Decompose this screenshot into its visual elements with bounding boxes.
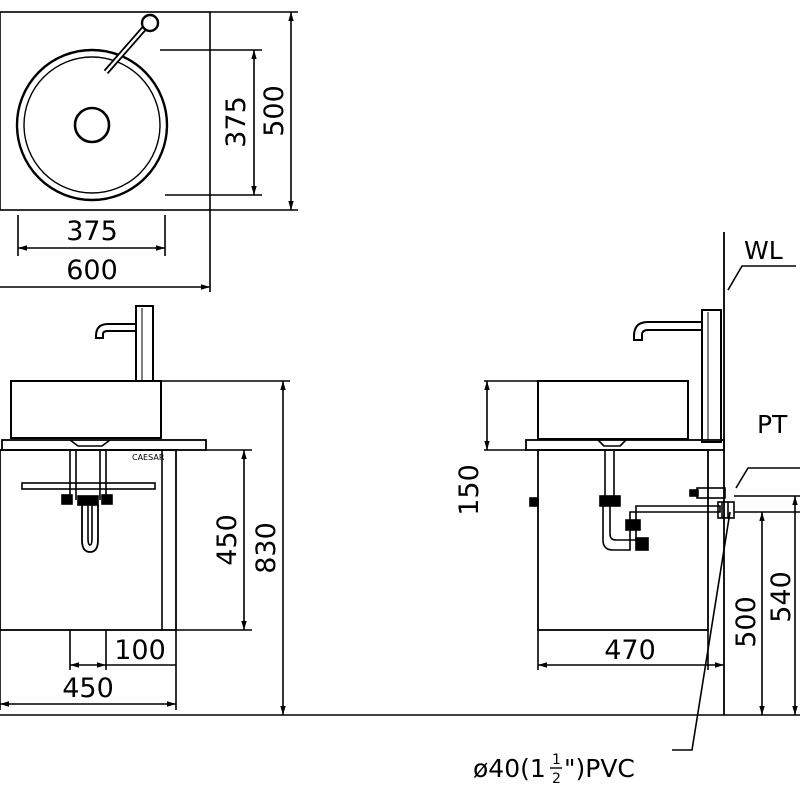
top-drain-hole — [73, 106, 111, 144]
front-cabinet — [0, 449, 177, 631]
pvc-fraction-numerator: 1 — [552, 752, 561, 768]
front-dim-drain-offset: 100 — [114, 635, 166, 666]
side-dim-pt-height: 540 — [766, 571, 797, 623]
side-bowl — [537, 380, 689, 440]
pvc-prefix: ø40(1 — [473, 754, 546, 783]
front-faucet-body — [135, 305, 154, 382]
front-towel-bar — [21, 482, 156, 490]
side-cabinet — [537, 449, 709, 631]
pvc-fraction-denominator: 2 — [552, 771, 561, 787]
pvc-suffix: ")PVC — [564, 754, 635, 783]
front-dim-cabinet-height: 450 — [212, 514, 243, 566]
side-dim-bowl-height: 150 — [454, 464, 485, 516]
top-dim-counter-width: 600 — [66, 255, 118, 286]
front-faucet-spout — [95, 323, 136, 339]
side-faucet-body — [701, 309, 722, 443]
side-dim-drain-height: 500 — [731, 596, 762, 648]
top-faucet-knob — [140, 13, 160, 33]
front-p-trap — [81, 505, 99, 553]
side-p-trap — [602, 505, 721, 551]
top-view — [0, 11, 298, 292]
side-label-pvc: ø40(1 1 2 ")PVC — [473, 752, 635, 787]
front-dim-total-height: 830 — [251, 522, 282, 574]
front-view — [0, 305, 290, 715]
top-dim-bowl-depth: 375 — [221, 96, 252, 148]
top-bowl-inner — [23, 56, 161, 194]
side-label-wall-line: WL — [744, 236, 783, 265]
side-view — [484, 232, 800, 751]
side-faucet-spout — [633, 321, 702, 341]
top-counter-outline — [0, 11, 211, 211]
side-label-pt: PT — [757, 410, 788, 439]
top-dim-bowl-width: 375 — [66, 216, 118, 247]
top-dim-counter-depth: 500 — [259, 85, 290, 137]
front-brand-label: CAESAR — [132, 453, 165, 462]
side-dim-cabinet-depth: 470 — [604, 635, 656, 666]
top-bowl-outer — [15, 48, 169, 202]
front-bowl — [10, 380, 162, 439]
front-dim-cabinet-width: 450 — [62, 673, 114, 704]
